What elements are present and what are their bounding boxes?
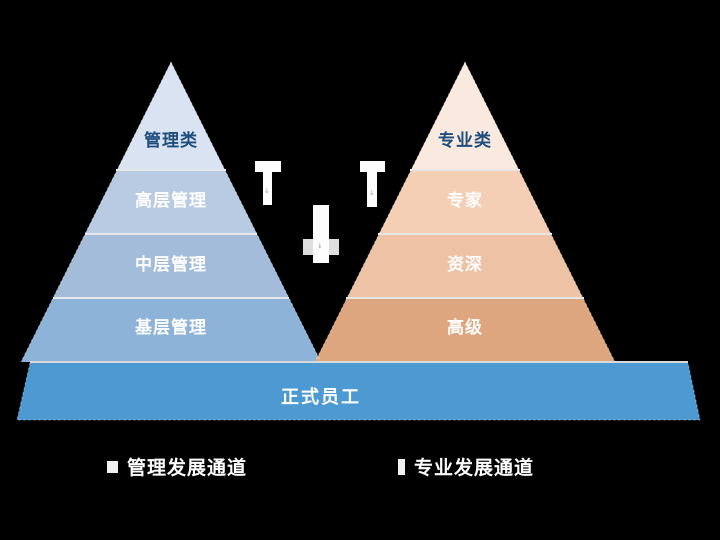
- down-arrow-icon: ↓: [317, 242, 323, 250]
- legend-left: 管理发展通道: [107, 453, 247, 480]
- legend-right-label: 专业发展通道: [414, 457, 535, 479]
- left-pyramid-title: 管理类: [144, 131, 198, 151]
- left-pyramid-band-middle: [53, 235, 289, 297]
- legend-left-label: 管理发展通道: [127, 457, 248, 479]
- right-pyramid-top-band: [411, 62, 519, 169]
- down-arrow-icon: ↓: [264, 187, 270, 195]
- right-pyramid-title: 专业类: [438, 131, 492, 151]
- left-level-junior-management: 基层管理: [135, 318, 207, 338]
- left-level-senior-management: 高层管理: [135, 191, 207, 211]
- right-level-advanced: 高级: [447, 318, 483, 338]
- connector-left-stem: [263, 172, 272, 205]
- right-pyramid-band-expert: [379, 171, 551, 233]
- left-pyramid-band-junior: [21, 299, 321, 362]
- left-pyramid-band-senior: [85, 171, 257, 233]
- connector-right-bar: [360, 161, 385, 172]
- legend-left-bullet-icon: [107, 460, 118, 473]
- base-employees-label: 正式员工: [281, 387, 361, 408]
- connector-right-stem: [367, 172, 377, 207]
- legend-right: 专业发展通道: [398, 453, 534, 480]
- right-pyramid-band-veteran: [347, 235, 583, 297]
- band-separators: [30, 169, 688, 363]
- base-trapezoid: [17, 363, 700, 420]
- connector-middle-band: [303, 239, 339, 255]
- left-pyramid-top-band: [117, 62, 225, 169]
- right-pyramid-band-advanced: [315, 299, 615, 362]
- connector-left-bar: [255, 161, 281, 172]
- dashed-edges: [16, 61, 701, 421]
- down-arrow-icon: ↓: [369, 189, 375, 197]
- legend-right-bullet-icon: [398, 458, 405, 475]
- right-level-veteran: 资深: [447, 255, 483, 275]
- right-level-expert: 专家: [447, 191, 483, 211]
- left-level-middle-management: 中层管理: [135, 255, 207, 275]
